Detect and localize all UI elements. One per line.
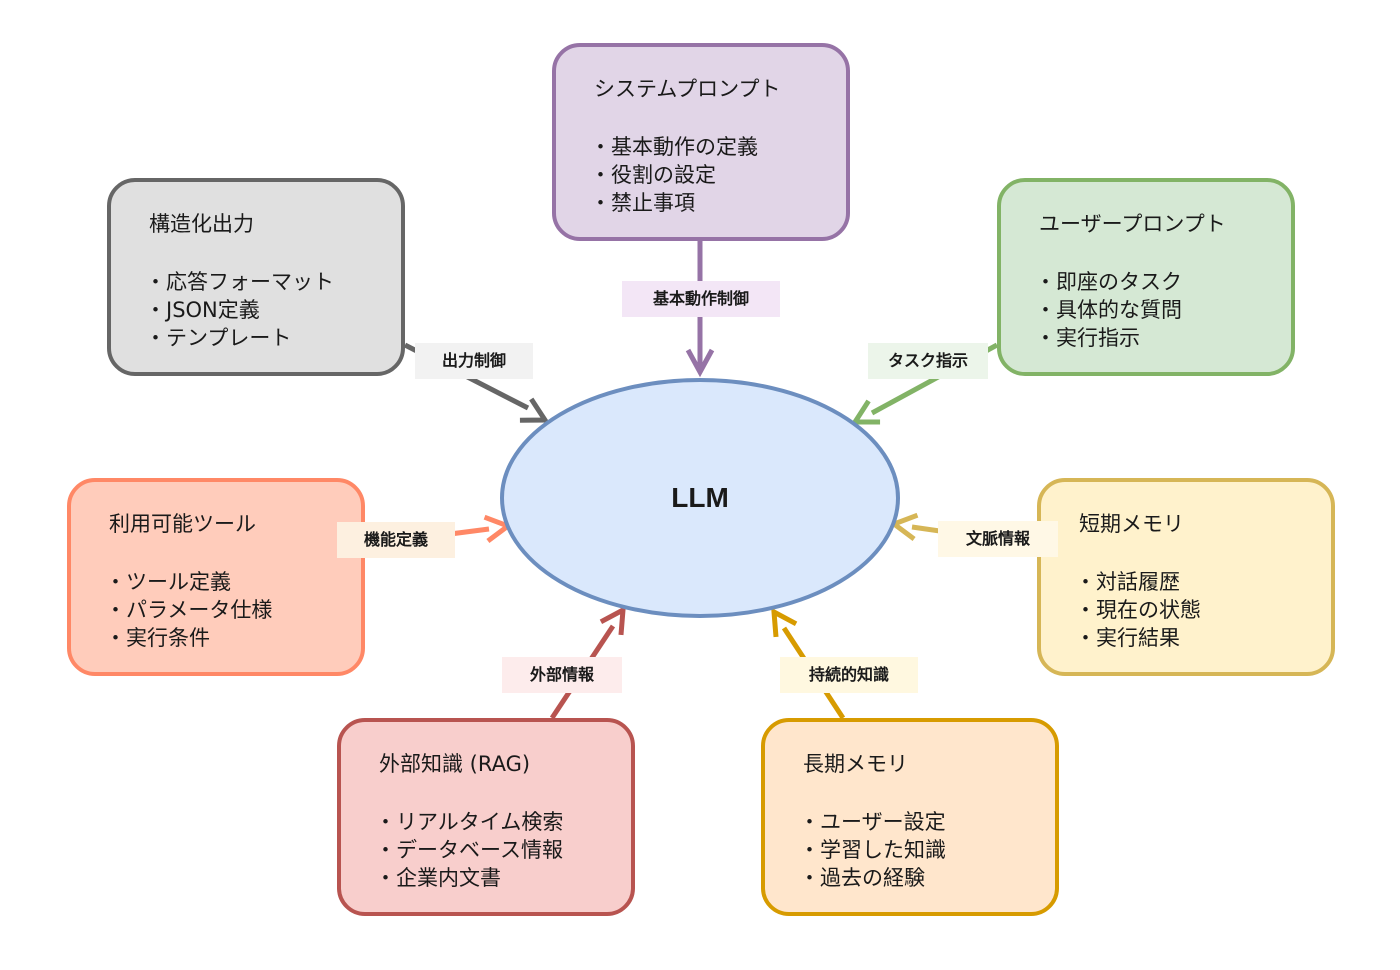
structured-output-items: 応答フォーマットJSON定義テンプレート bbox=[145, 268, 334, 352]
system-prompt-title: システムプロンプト bbox=[594, 77, 781, 101]
available-tools-title: 利用可能ツール bbox=[109, 512, 256, 536]
list-item: ユーザー設定 bbox=[799, 808, 946, 836]
system-prompt-edge-label: 基本動作制御 bbox=[622, 281, 780, 317]
arrowhead-structured-output bbox=[519, 397, 550, 423]
list-item: パラメータ仕様 bbox=[105, 596, 272, 624]
available-tools-items: ツール定義パラメータ仕様実行条件 bbox=[105, 568, 272, 652]
arrowhead-user-prompt bbox=[850, 399, 881, 425]
long-term-memory-title: 長期メモリ bbox=[803, 752, 908, 776]
llm-node-label: LLM bbox=[671, 482, 729, 513]
available-tools-node: 利用可能ツールツール定義パラメータ仕様実行条件 bbox=[67, 478, 365, 676]
list-item: 実行結果 bbox=[1075, 624, 1201, 652]
arrowhead-external-knowledge bbox=[599, 605, 626, 636]
system-prompt-node: システムプロンプト基本動作の定義役割の設定禁止事項 bbox=[552, 43, 850, 241]
list-item: 役割の設定 bbox=[590, 161, 758, 189]
list-item: 応答フォーマット bbox=[145, 268, 334, 296]
list-item: データベース情報 bbox=[375, 836, 563, 864]
structured-output-edge-label: 出力制御 bbox=[415, 343, 533, 379]
list-item: 即座のタスク bbox=[1035, 268, 1182, 296]
external-knowledge-node: 外部知識 (RAG) リアルタイム検索データベース情報企業内文書 bbox=[337, 718, 635, 916]
arrowhead-system-prompt bbox=[685, 348, 715, 378]
list-item: 企業内文書 bbox=[375, 864, 563, 892]
long-term-memory-edge-label: 持続的知識 bbox=[780, 657, 918, 693]
short-term-memory-node: 短期メモリ対話履歴現在の状態実行結果 bbox=[1037, 478, 1335, 676]
structured-output-title: 構造化出力 bbox=[149, 212, 254, 236]
external-knowledge-edge-label: 外部情報 bbox=[502, 657, 622, 693]
list-item: JSON定義 bbox=[145, 296, 334, 324]
list-item: ツール定義 bbox=[105, 568, 272, 596]
arrowhead-long-term-memory bbox=[771, 607, 798, 638]
list-item: 学習した知識 bbox=[799, 836, 946, 864]
list-item: 具体的な質問 bbox=[1035, 296, 1182, 324]
available-tools-edge-label: 機能定義 bbox=[337, 522, 455, 558]
list-item: 実行条件 bbox=[105, 624, 272, 652]
short-term-memory-edge-label: 文脈情報 bbox=[938, 521, 1058, 557]
list-item: 対話履歴 bbox=[1075, 568, 1201, 596]
long-term-memory-items: ユーザー設定学習した知識過去の経験 bbox=[799, 808, 946, 892]
external-knowledge-items: リアルタイム検索データベース情報企業内文書 bbox=[375, 808, 563, 892]
structured-output-node: 構造化出力応答フォーマットJSON定義テンプレート bbox=[107, 178, 405, 376]
llm-node-ellipse bbox=[500, 378, 900, 618]
list-item: 実行指示 bbox=[1035, 324, 1182, 352]
list-item: 基本動作の定義 bbox=[590, 133, 758, 161]
external-knowledge-title: 外部知識 (RAG) bbox=[379, 752, 531, 776]
list-item: 禁止事項 bbox=[590, 189, 758, 217]
list-item: リアルタイム検索 bbox=[375, 808, 563, 836]
user-prompt-node: ユーザープロンプト即座のタスク具体的な質問実行指示 bbox=[997, 178, 1295, 376]
list-item: テンプレート bbox=[145, 324, 334, 352]
list-item: 現在の状態 bbox=[1075, 596, 1201, 624]
short-term-memory-items: 対話履歴現在の状態実行結果 bbox=[1075, 568, 1201, 652]
short-term-memory-title: 短期メモリ bbox=[1079, 512, 1184, 536]
user-prompt-items: 即座のタスク具体的な質問実行指示 bbox=[1035, 268, 1182, 352]
long-term-memory-node: 長期メモリユーザー設定学習した知識過去の経験 bbox=[761, 718, 1059, 916]
list-item: 過去の経験 bbox=[799, 864, 946, 892]
user-prompt-edge-label: タスク指示 bbox=[868, 343, 988, 379]
system-prompt-items: 基本動作の定義役割の設定禁止事項 bbox=[590, 133, 758, 217]
user-prompt-title: ユーザープロンプト bbox=[1039, 212, 1226, 236]
